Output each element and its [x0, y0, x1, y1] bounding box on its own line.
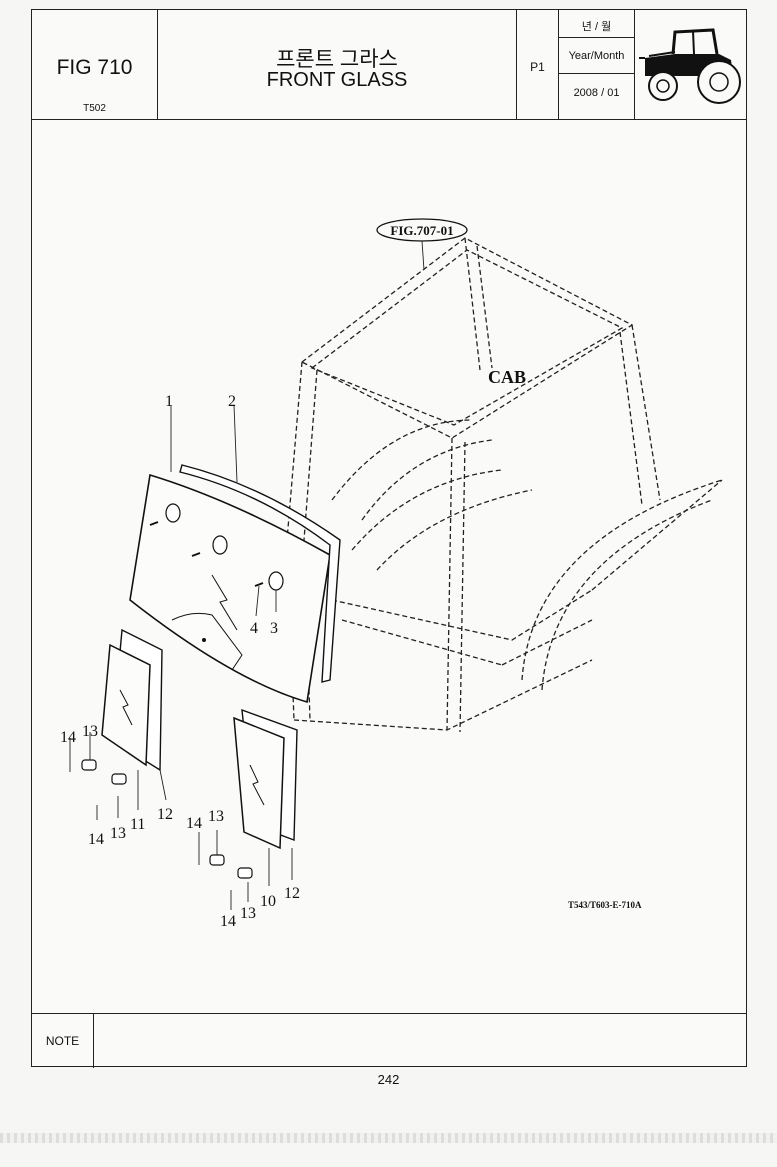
callout-13-c: 13 [208, 808, 224, 825]
date-value: 2008 / 01 [573, 87, 620, 99]
tractor-icon [639, 28, 741, 104]
drawing-code: T543/T603-E-710A [568, 900, 642, 910]
callout-12-right: 12 [284, 885, 300, 902]
callout-numbers: 1 2 3 4 10 11 12 12 13 13 13 13 14 14 14… [60, 393, 300, 930]
date-cell: 년 / 월 Year/Month 2008 / 01 [559, 10, 635, 119]
right-side-glass [233, 708, 298, 850]
title-korean: 프론트 그라스 [276, 48, 398, 71]
callout-14-b: 14 [88, 831, 104, 848]
callout-12-left: 12 [157, 806, 173, 823]
sheet-header: FIG 710 T502 프론트 그라스 FRONT GLASS P1 년 / … [32, 10, 746, 120]
leader-lines [69, 404, 293, 910]
cab-frame [286, 237, 723, 733]
cab-label: CAB [488, 367, 526, 387]
note-label: NOTE [32, 1014, 94, 1068]
callout-4: 4 [250, 620, 258, 637]
front-glass-drawing: 1 2 3 4 10 11 12 12 13 13 13 13 14 14 14… [60, 218, 723, 930]
hinge-brackets [81, 759, 253, 879]
date-label-english: Year/Month [568, 50, 625, 62]
model-code: T502 [83, 103, 106, 114]
callout-14-c: 14 [186, 815, 202, 832]
parts-sheet: FIG 710 T502 프론트 그라스 FRONT GLASS P1 년 / … [31, 9, 747, 1068]
callout-13-a: 13 [82, 723, 98, 740]
callout-13-d: 13 [240, 905, 256, 922]
front-glass-seal [179, 464, 341, 683]
title-english: FRONT GLASS [266, 69, 408, 91]
figure-number: FIG 710 [56, 56, 133, 79]
callout-10: 10 [260, 893, 276, 910]
callout-11: 11 [130, 816, 145, 833]
callout-14-a: 14 [60, 729, 76, 746]
date-label-korean: 년 / 월 [581, 21, 612, 33]
front-glass-panel [129, 473, 331, 704]
left-side-glass [101, 628, 163, 772]
figure-reference: FIG.707-01 [390, 223, 453, 238]
title-cell: 프론트 그라스 FRONT GLASS [158, 10, 517, 119]
exploded-diagram: 1 2 3 4 10 11 12 12 13 13 13 13 14 14 14… [32, 120, 746, 1013]
thumbnail-cell [635, 10, 748, 119]
figure-cell: FIG 710 T502 [32, 10, 158, 119]
callout-14-d: 14 [220, 913, 236, 930]
callout-2: 2 [228, 393, 236, 410]
callout-3: 3 [270, 620, 278, 637]
page-code-cell: P1 [517, 10, 559, 119]
callout-1: 1 [165, 393, 173, 410]
scan-artifact [0, 1133, 777, 1143]
page-number: 242 [377, 1072, 400, 1087]
callout-13-b: 13 [110, 825, 126, 842]
note-row: NOTE [32, 1013, 746, 1068]
page-code: P1 [530, 60, 545, 74]
